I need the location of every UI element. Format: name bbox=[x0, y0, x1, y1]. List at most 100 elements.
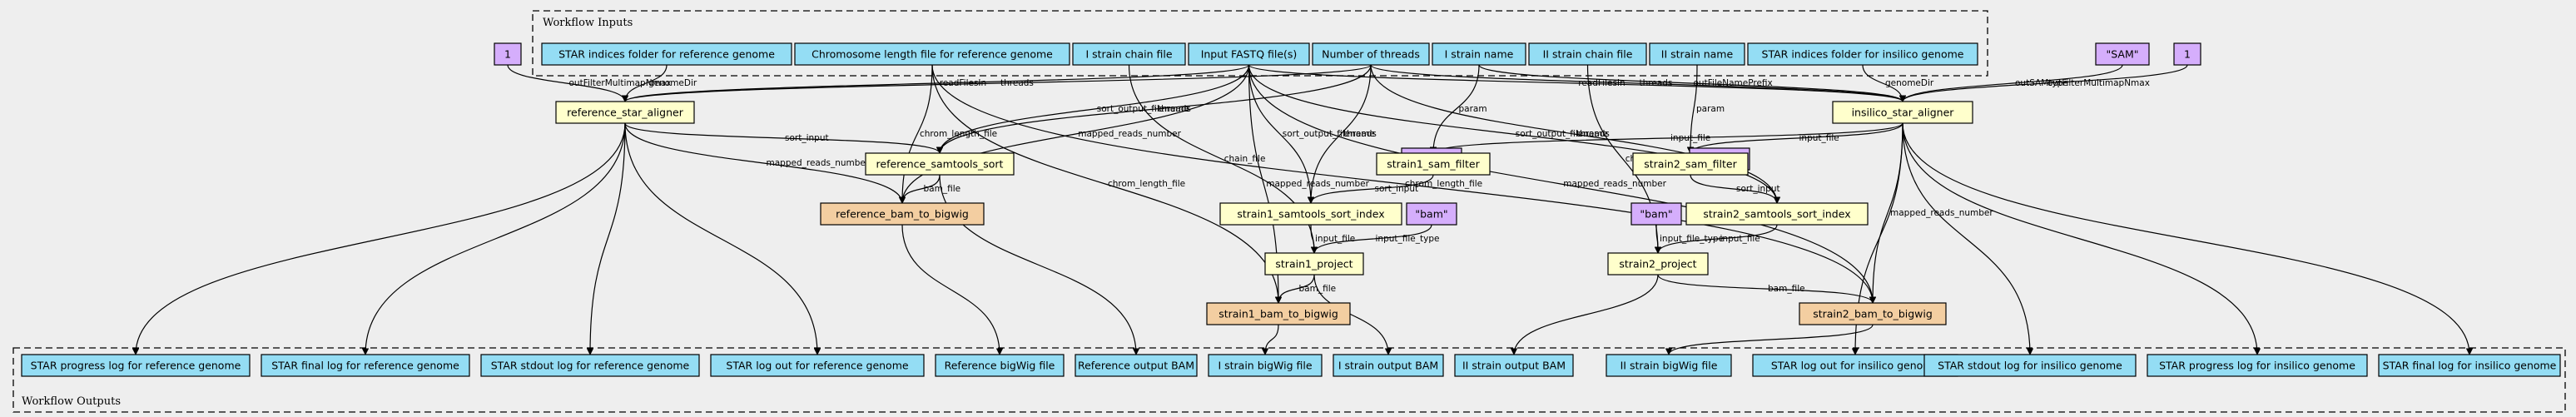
node-in-star-insilico[interactable]: STAR indices folder for insilico genome bbox=[1747, 42, 1978, 66]
node-d-one-left[interactable]: 1 bbox=[494, 42, 522, 66]
node-label: 1 bbox=[2184, 48, 2191, 61]
node-box bbox=[2173, 42, 2201, 66]
edge-label: chrom_length_file bbox=[920, 129, 997, 139]
edge-in_fastq-to-s_s2_sort bbox=[1248, 64, 1781, 204]
inputs-cluster bbox=[532, 10, 1988, 77]
node-o-ins-logout[interactable]: STAR log out for insilico genome bbox=[1752, 354, 1958, 377]
node-o-ins-stdout[interactable]: STAR stdout log for insilico genome bbox=[1923, 354, 2137, 377]
node-o-ref-final[interactable]: STAR final log for reference genome bbox=[261, 354, 470, 377]
node-label: STAR indices folder for reference genome bbox=[558, 48, 775, 61]
node-in-i-chain[interactable]: I strain chain file bbox=[1072, 42, 1186, 66]
node-s-s1-filter[interactable]: strain1_sam_filter bbox=[1376, 152, 1491, 176]
edge-s_ref_bigwig-to-o_ref_bigwig bbox=[901, 224, 1004, 355]
node-o-ii-bigwig[interactable]: II strain bigWig file bbox=[1606, 354, 1732, 377]
edge-label: mapped_reads_number bbox=[1563, 179, 1666, 189]
node-in-ii-name[interactable]: II strain name bbox=[1649, 42, 1745, 66]
node-box bbox=[2378, 354, 2561, 377]
node-o-ref-bigwig[interactable]: Reference bigWig file bbox=[935, 354, 1065, 377]
edge-in_chrom_len-to-s_ref_bigwig bbox=[898, 64, 933, 204]
edge-in_i_name-to-s_s1_filter bbox=[1429, 64, 1480, 154]
node-box bbox=[1208, 354, 1323, 377]
node-label: "SAM" bbox=[2106, 48, 2138, 61]
node-label: STAR progress log for insilico genome bbox=[2159, 360, 2355, 372]
node-box bbox=[1219, 202, 1402, 226]
node-label: Reference bigWig file bbox=[945, 360, 1055, 372]
edge-label: chrom_length_file bbox=[1405, 179, 1482, 189]
node-o-ins-final[interactable]: STAR final log for insilico genome bbox=[2378, 354, 2561, 377]
node-box bbox=[541, 42, 792, 66]
node-box bbox=[1606, 354, 1732, 377]
node-box bbox=[1832, 101, 1973, 124]
edge-label: input_file_type bbox=[1376, 234, 1440, 244]
node-d-sam[interactable]: "SAM" bbox=[2095, 42, 2150, 66]
edge-label: sort_input bbox=[785, 133, 829, 143]
node-o-i-bigwig[interactable]: I strain bigWig file bbox=[1208, 354, 1323, 377]
node-label: strain2_samtools_sort_index bbox=[1703, 208, 1850, 221]
node-box bbox=[1528, 42, 1647, 66]
edge-d_bam1-to-s_s1_project bbox=[1310, 224, 1432, 254]
node-in-fastq[interactable]: Input FASTQ file(s) bbox=[1188, 42, 1310, 66]
node-o-ins-progress[interactable]: STAR progress log for insilico genome bbox=[2147, 354, 2368, 377]
edge-label: input_file_type bbox=[1660, 234, 1724, 244]
edge-s_ins_align-to-o_ins_progress bbox=[1902, 122, 2261, 355]
node-in-star-ref[interactable]: STAR indices folder for reference genome bbox=[541, 42, 792, 66]
node-label: STAR stdout log for insilico genome bbox=[1938, 360, 2122, 372]
node-label: strain1_project bbox=[1275, 258, 1353, 271]
node-d-bam1[interactable]: "bam" bbox=[1406, 202, 1457, 226]
node-s-s2-bigwig[interactable]: strain2_bam_to_bigwig bbox=[1799, 302, 1947, 325]
node-box bbox=[1632, 152, 1749, 176]
edge-in_ii_name-to-s_s2_filter bbox=[1686, 64, 1698, 154]
edge-label: threads bbox=[1576, 129, 1610, 139]
node-label: reference_star_aligner bbox=[567, 107, 684, 119]
node-s-s1-sort[interactable]: strain1_samtools_sort_index bbox=[1219, 202, 1402, 226]
node-o-ii-bam[interactable]: II strain output BAM bbox=[1454, 354, 1574, 377]
node-d-one-right[interactable]: 1 bbox=[2173, 42, 2201, 66]
edge-label: threads bbox=[1343, 129, 1377, 139]
node-s-ref-sort[interactable]: reference_samtools_sort bbox=[865, 152, 1015, 176]
node-box bbox=[21, 354, 251, 377]
node-s-ref-align[interactable]: reference_star_aligner bbox=[555, 101, 695, 124]
node-box bbox=[1188, 42, 1310, 66]
edge-s_s1_bigwig-to-o_i_bigwig bbox=[1261, 324, 1279, 355]
edge-label: sort_output_filename bbox=[1097, 104, 1189, 114]
edge-label: readFilesIn bbox=[1578, 78, 1625, 88]
edge-label: chain_file bbox=[1224, 154, 1266, 164]
node-label: strain1_samtools_sort_index bbox=[1237, 208, 1384, 221]
node-label: "bam" bbox=[1415, 208, 1447, 221]
node-s-s1-project[interactable]: strain1_project bbox=[1264, 252, 1364, 276]
node-o-ref-stdout[interactable]: STAR stdout log for reference genome bbox=[480, 354, 700, 377]
node-label: STAR log out for reference genome bbox=[726, 360, 908, 372]
outputs-cluster bbox=[12, 347, 2566, 413]
inputs-cluster-title: Workflow Inputs bbox=[543, 17, 633, 29]
node-label: II strain chain file bbox=[1543, 48, 1633, 61]
node-s-s2-project[interactable]: strain2_project bbox=[1607, 252, 1709, 276]
node-d-bam2[interactable]: "bam" bbox=[1630, 202, 1682, 226]
node-o-i-bam[interactable]: I strain output BAM bbox=[1333, 354, 1444, 377]
node-s-ref-bigwig[interactable]: reference_bam_to_bigwig bbox=[820, 202, 985, 226]
node-s-ins-align[interactable]: insilico_star_aligner bbox=[1832, 101, 1973, 124]
node-in-chrom-len[interactable]: Chromosome length file for reference gen… bbox=[794, 42, 1070, 66]
node-s-s1-bigwig[interactable]: strain1_bam_to_bigwig bbox=[1206, 302, 1351, 325]
node-o-ref-bam[interactable]: Reference output BAM bbox=[1075, 354, 1198, 377]
edge-s_s1_filter-to-s_s1_sort bbox=[1307, 174, 1434, 204]
edge-in_threads-to-s_ins_align bbox=[1370, 64, 1906, 102]
edge-label: mapped_reads_number bbox=[1266, 179, 1369, 189]
node-s-s2-sort[interactable]: strain2_samtools_sort_index bbox=[1685, 202, 1869, 226]
node-s-s2-filter[interactable]: strain2_sam_filter bbox=[1632, 152, 1749, 176]
node-box bbox=[1406, 202, 1457, 226]
edge-label: threads bbox=[1158, 104, 1191, 114]
edge-in_fastq-to-s_ref_bigwig bbox=[898, 64, 1250, 204]
node-in-ii-chain[interactable]: II strain chain file bbox=[1528, 42, 1647, 66]
node-label: STAR stdout log for reference genome bbox=[491, 360, 690, 372]
edge-s_ref_align-to-s_ref_sort bbox=[624, 122, 944, 154]
node-o-ref-progress[interactable]: STAR progress log for reference genome bbox=[21, 354, 251, 377]
node-in-i-name[interactable]: I strain name bbox=[1432, 42, 1526, 66]
node-label: reference_bam_to_bigwig bbox=[836, 208, 969, 221]
node-o-ref-logout[interactable]: STAR log out for reference genome bbox=[710, 354, 925, 377]
node-box bbox=[2095, 42, 2150, 66]
node-box bbox=[710, 354, 925, 377]
node-label: STAR indices folder for insilico genome bbox=[1762, 48, 1964, 61]
node-in-threads[interactable]: Number of threads bbox=[1312, 42, 1430, 66]
edge-in_threads-to-s_s2_sort bbox=[1370, 64, 1781, 204]
